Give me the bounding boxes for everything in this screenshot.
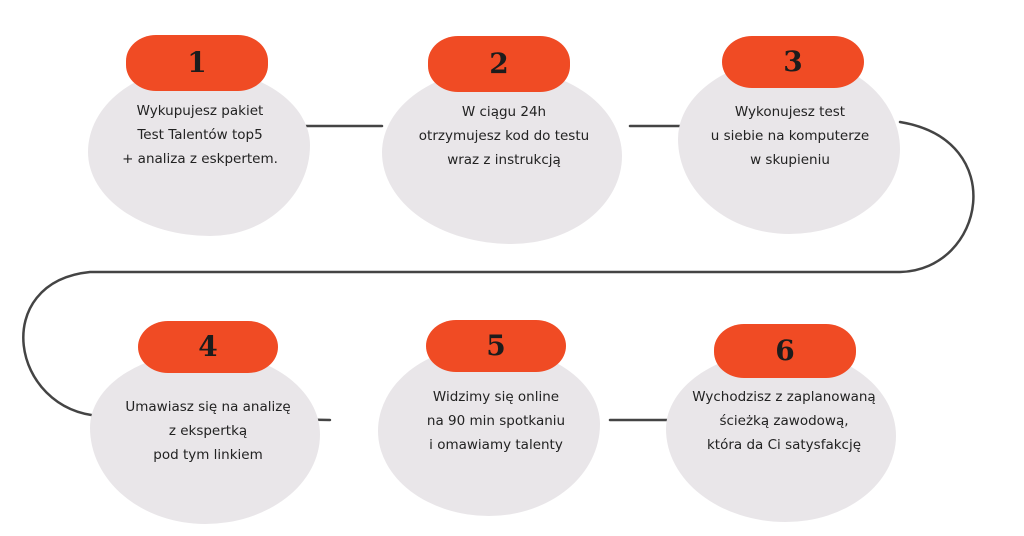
step-number-badge: 4 <box>138 321 278 373</box>
step-line: wraz z instrukcją <box>447 152 561 168</box>
step-number: 3 <box>783 45 803 78</box>
step-description: Umawiasz się na analizę z ekspertką pod … <box>88 395 328 467</box>
step-line: z ekspertką <box>168 423 248 439</box>
step-number-badge: 1 <box>126 35 268 91</box>
step-number-badge: 2 <box>428 36 570 92</box>
step-number-badge: 6 <box>714 324 856 378</box>
step-line: Wychodzisz z zaplanowaną <box>692 389 876 405</box>
connector-path <box>22 120 975 422</box>
step-line: Widzimy się online <box>432 389 560 405</box>
step-line: + analiza z eskpertem. <box>122 151 278 167</box>
step-line: pod tym linkiem <box>153 447 263 463</box>
step-line: W ciągu 24h <box>461 104 547 120</box>
step-number: 1 <box>187 46 207 79</box>
step-line: u siebie na komputerze <box>710 128 870 144</box>
step-line: Test Talentów top5 <box>137 127 263 143</box>
step-description: Wykupujesz pakiet Test Talentów top5 + a… <box>80 99 320 171</box>
step-description: Wychodzisz z zaplanowaną ścieżką zawodow… <box>664 385 904 457</box>
step-bubble <box>90 352 320 524</box>
step-line: Wykonujesz test <box>734 104 846 120</box>
step-bubble <box>88 68 310 236</box>
step-description: Widzimy się online na 90 min spotkaniu i… <box>376 385 616 457</box>
step-line: Umawiasz się na analizę <box>125 399 291 415</box>
step-number: 5 <box>486 329 506 362</box>
step-line: na 90 min spotkaniu <box>426 413 566 429</box>
step-bubble <box>382 68 622 244</box>
step-bubble <box>378 346 600 516</box>
step-number: 6 <box>775 334 795 367</box>
step-number-badge: 5 <box>426 320 566 372</box>
step-number: 4 <box>198 330 218 363</box>
step-bubble <box>666 350 896 522</box>
step-description: Wykonujesz test u siebie na komputerze w… <box>670 100 910 172</box>
step-number-badge: 3 <box>722 36 864 88</box>
step-description: W ciągu 24h otrzymujesz kod do testu wra… <box>384 100 624 172</box>
step-line: w skupieniu <box>750 152 830 168</box>
step-line: Wykupujesz pakiet <box>136 103 264 119</box>
step-line: która da Ci satysfakcję <box>706 437 862 453</box>
step-number: 2 <box>489 47 509 80</box>
step-line: otrzymujesz kod do testu <box>418 128 590 144</box>
step-line: i omawiamy talenty <box>429 437 563 453</box>
step-line: ścieżką zawodową, <box>719 413 849 429</box>
